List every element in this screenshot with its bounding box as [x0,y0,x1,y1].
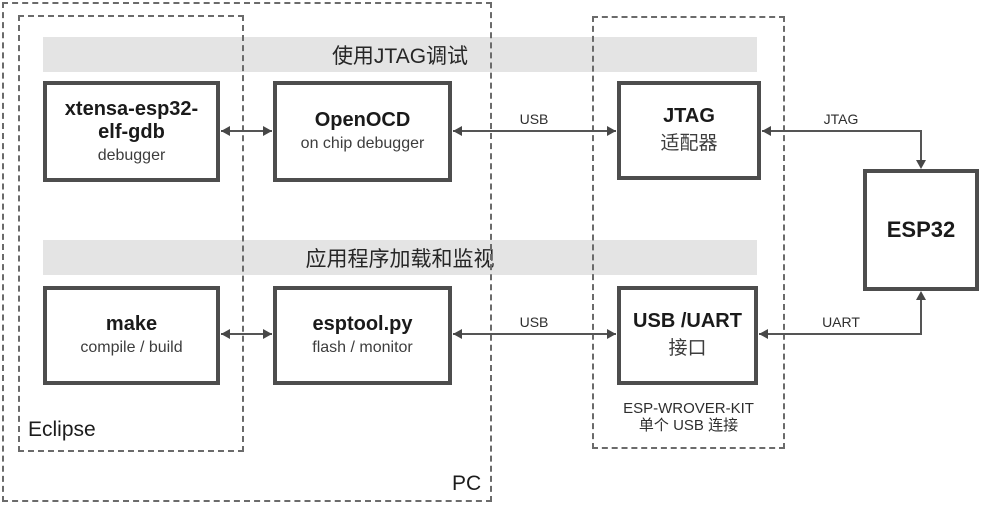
esptool-title: esptool.py [312,313,413,335]
arrowhead-down-icon [916,160,926,169]
node-openocd: OpenOCD on chip debugger [273,81,452,182]
wire-label-uart: UART [822,314,860,330]
node-xtensa-esp32-elf-gdb: xtensa-esp32- elf-gdb debugger [43,81,220,182]
wire-gdb-openocd [221,130,272,132]
node-esp32: ESP32 [863,169,979,291]
esp32-title: ESP32 [886,217,956,243]
arrowhead-left-icon [759,329,768,339]
arrowhead-right-icon [607,126,616,136]
wire-esptool-usbuart [453,333,616,335]
banner-jtag-debugging: 使用JTAG调试 [43,37,757,72]
gdb-title-line2: elf-gdb [98,120,165,143]
esptool-subtitle: flash / monitor [312,339,413,356]
esp-wrover-kit-group-outline: ESP-WROVER-KIT 单个 USB 连接 [592,16,785,449]
wire-label-usb-bottom: USB [519,314,549,330]
openocd-subtitle: on chip debugger [300,135,425,152]
pc-group-outline [2,2,492,502]
banner-app-load-monitor-label: 应用程序加载和监视 [305,247,495,271]
make-subtitle: compile / build [80,339,183,356]
wire-label-jtag: JTAG [823,111,859,127]
wire-jtag-esp32-vertical [920,131,922,161]
gdb-title-line1: xtensa-esp32- [64,97,199,120]
banner-jtag-debugging-label: 使用JTAG调试 [331,44,469,68]
node-esptool: esptool.py flash / monitor [273,286,452,385]
arrowhead-left-icon [453,329,462,339]
wire-openocd-jtag [453,130,616,132]
esp-wrover-kit-caption-line2: 单个 USB 连接 [638,416,739,434]
node-jtag-adapter: JTAG 适配器 [617,81,761,180]
arrowhead-right-icon [263,126,272,136]
wire-jtag-esp32-horizontal [762,130,922,132]
node-make: make compile / build [43,286,220,385]
arrowhead-left-icon [221,329,230,339]
wire-make-esptool [221,333,272,335]
arrowhead-left-icon [453,126,462,136]
wire-uart-esp32-vertical [920,300,922,334]
wire-label-usb-top: USB [519,111,549,127]
usb-uart-subtitle: 接口 [668,338,707,360]
arrowhead-left-icon [762,126,771,136]
arrowhead-right-icon [607,329,616,339]
node-usb-uart: USB /UART 接口 [617,286,758,385]
banner-app-load-monitor: 应用程序加载和监视 [43,240,757,275]
esp-wrover-kit-caption-line1: ESP-WROVER-KIT [623,399,754,417]
eclipse-group-outline [18,15,244,452]
openocd-title: OpenOCD [314,109,411,131]
esp-wrover-kit-caption: ESP-WROVER-KIT 单个 USB 连接 [594,400,783,435]
jtag-adapter-subtitle: 适配器 [660,133,718,155]
pc-group-label: PC [452,472,482,495]
jtag-adapter-title: JTAG [663,105,715,128]
wire-uart-esp32-horizontal [759,333,922,335]
eclipse-group-label: Eclipse [28,418,96,441]
arrowhead-up-icon [916,291,926,300]
gdb-subtitle: debugger [97,146,166,164]
make-title: make [105,313,158,335]
arrowhead-right-icon [263,329,272,339]
usb-uart-title: USB /UART [633,310,742,333]
arrowhead-left-icon [221,126,230,136]
